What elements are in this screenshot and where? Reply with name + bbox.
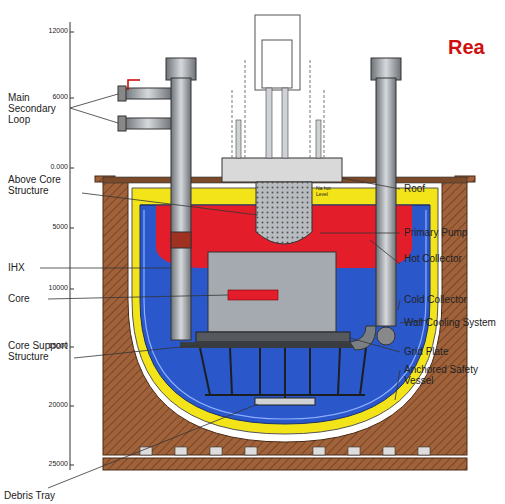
axis-number: 12000 bbox=[28, 27, 68, 35]
part-label: Anchored Safety Vessel bbox=[404, 364, 494, 386]
axis-number: 25000 bbox=[28, 460, 68, 468]
part-label: Hot Collector bbox=[404, 253, 474, 264]
part-label: Core Support Structure bbox=[8, 340, 74, 362]
part-label: Primary Pump bbox=[404, 227, 502, 238]
axis-number: 0.000 bbox=[28, 163, 68, 171]
part-label: Main Secondary Loop bbox=[8, 92, 70, 125]
part-label: Above Core Structure bbox=[8, 174, 82, 196]
part-label: Cold Collector bbox=[404, 294, 502, 305]
axis-number: 10000 bbox=[28, 284, 68, 292]
axis-number: 6000 bbox=[28, 93, 68, 101]
part-label: Wall Cooling System bbox=[404, 317, 504, 328]
axis-number: 5000 bbox=[28, 223, 68, 231]
axis-number: 20000 bbox=[28, 401, 68, 409]
part-label: Grid Plate bbox=[404, 346, 494, 357]
part-label: Core bbox=[8, 293, 48, 304]
level-label: Na hot Level bbox=[316, 186, 342, 197]
part-label: Debris Tray bbox=[4, 490, 84, 501]
page-title: Rea bbox=[448, 36, 503, 58]
part-label: IHX bbox=[8, 262, 48, 273]
part-label: Roof bbox=[404, 183, 494, 194]
